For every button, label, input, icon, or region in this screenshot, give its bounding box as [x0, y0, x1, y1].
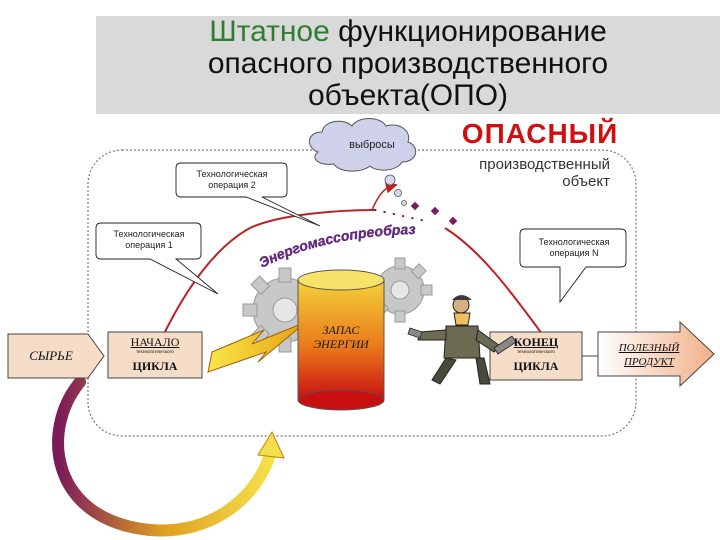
emission-arrow — [371, 181, 398, 211]
emissions-label: выбросы — [349, 139, 395, 151]
raw-material-flow-arc — [52, 376, 276, 537]
energy-reserve-label: ЗАПАС ЭНЕРГИИ — [302, 323, 380, 351]
callout-operation-n — [519, 228, 627, 304]
cycle-start-top: НАЧАЛО — [130, 335, 180, 349]
product-arrow — [597, 320, 715, 388]
operation-1-label: Технологическая операция 1 — [98, 229, 200, 251]
worker-icon — [407, 295, 517, 385]
energy-reserve-cylinder — [297, 269, 385, 411]
energy-reserve-line-1: ЗАПАС — [322, 323, 360, 337]
lightning-bolt-icon — [207, 321, 307, 373]
danger-subtitle-2: объект — [562, 173, 610, 190]
operation-n-line-1: Технологическая — [538, 237, 610, 247]
operation-2-line-2: операция 2 — [208, 180, 256, 190]
operation-n-line-2: операция N — [549, 248, 599, 258]
cycle-end-middle: технологического — [517, 350, 555, 355]
callout-operation-2 — [175, 162, 321, 227]
cycle-end-top: КОНЕЦ — [513, 335, 559, 349]
energy-reserve-line-2: ЭНЕРГИИ — [313, 337, 369, 351]
cycle-start-bottom: ЦИКЛА — [132, 359, 178, 373]
operation-n-label: Технологическая операция N — [522, 237, 626, 259]
operation-1-line-2: операция 1 — [125, 240, 173, 250]
raw-material-arrowhead — [257, 430, 285, 459]
title-line-1-rest: функционирование — [329, 15, 607, 48]
cloud-bubbles — [384, 174, 407, 206]
danger-heading: ОПАСНЫЙ — [461, 118, 619, 149]
callout-operation-1 — [95, 222, 219, 295]
emissions-cloud-icon — [309, 118, 417, 172]
process-arc-left — [159, 209, 376, 343]
process-arc-right — [444, 227, 546, 339]
title-background — [96, 16, 720, 114]
raw-material-box — [7, 333, 105, 379]
process-markers — [410, 201, 458, 226]
operation-2-label: Технологическая операция 2 — [178, 169, 286, 191]
raw-material-label: СЫРЬЕ — [29, 348, 73, 363]
title-line-1: Штатное функционирование — [96, 16, 720, 48]
cycle-start-middle: технологического — [136, 350, 174, 355]
title-line-3: объекта(ОПО) — [307, 79, 509, 112]
cycle-end-bottom: ЦИКЛА — [513, 359, 559, 373]
product-line-2: ПРОДУКТ — [623, 356, 674, 368]
product-line-1: ПОЛЕЗНЫЙ — [618, 342, 680, 354]
title-line-2: опасного производственного — [207, 47, 609, 80]
operation-2-line-1: Технологическая — [196, 169, 268, 179]
operation-1-line-1: Технологическая — [113, 229, 185, 239]
title-accent-word: Штатное — [209, 15, 330, 48]
cycle-start-box — [107, 331, 203, 379]
process-dots — [374, 209, 431, 223]
danger-subtitle-1: производственный — [479, 156, 610, 173]
